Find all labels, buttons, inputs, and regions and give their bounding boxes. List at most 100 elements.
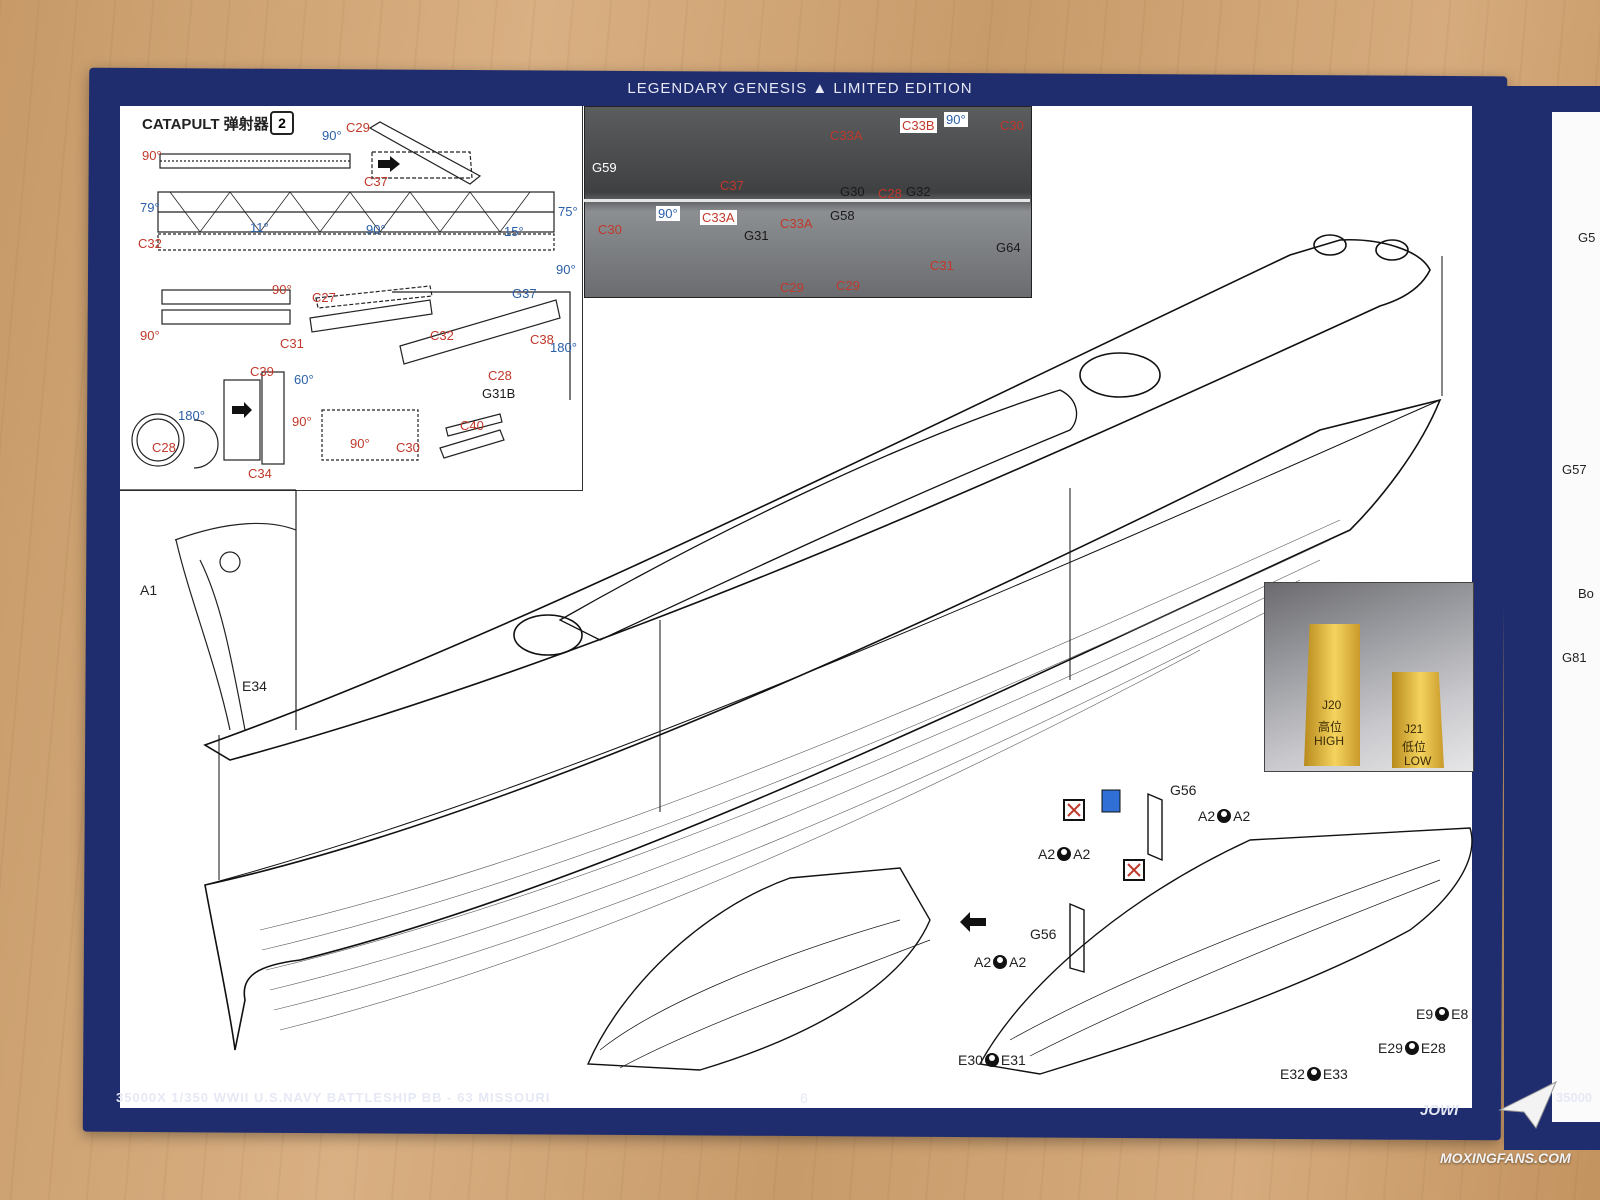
logo-icon: ▲ (812, 80, 829, 97)
catapult-section (120, 106, 583, 491)
symmetry-icon (1217, 809, 1232, 823)
part-pair-e9-e8: E9 E8 (1416, 1006, 1468, 1022)
photo-label-c31: C31 (930, 258, 954, 273)
part-label-c28: C28 (152, 440, 176, 455)
photo-label-g32: G32 (906, 184, 931, 199)
photo-label-c33a: C33A (780, 216, 813, 231)
photo-label-low: LOW (1404, 754, 1432, 768)
photo-angle-label: 90° (656, 206, 680, 221)
part-label-g56: G56 (1170, 782, 1197, 798)
part-label-a2: A2 (1198, 808, 1216, 824)
header-edition: LIMITED EDITION (833, 80, 973, 97)
angle-label: 90° (272, 282, 292, 297)
part-label-e8: E8 (1451, 1006, 1469, 1022)
quantity-badge: 2 (270, 111, 294, 135)
photo-label-c29: C29 (836, 278, 860, 293)
part-pair-a2: A2 A2 (1038, 846, 1090, 862)
photo-label-c30: C30 (598, 222, 622, 237)
part-label-c34: C34 (248, 466, 272, 481)
photo-label-c33a: C33A (700, 210, 737, 225)
part-label-a1: A1 (140, 582, 158, 598)
angle-label: 60° (294, 372, 314, 387)
right-page-label: G5 (1578, 230, 1596, 245)
part-label-e33: E33 (1322, 1066, 1348, 1082)
part-label-c37: C37 (364, 174, 388, 189)
part-label-c31: C31 (280, 336, 304, 351)
part-pair-e32-e33: E32 E33 (1280, 1066, 1348, 1082)
footer-brand: JOWI (1420, 1102, 1459, 1119)
part-label-e34: E34 (242, 678, 267, 694)
angle-label: 90° (366, 222, 386, 237)
part-label-c38: C38 (530, 332, 554, 347)
part-label-g37: G37 (512, 286, 537, 301)
photo-label-g64: G64 (996, 240, 1021, 255)
photo-label-low-cn: 低位 (1402, 740, 1427, 754)
angle-label: 90° (140, 328, 160, 343)
angle-label: 90° (556, 262, 576, 277)
symmetry-icon (1057, 847, 1072, 861)
angle-label: 180° (550, 340, 577, 355)
part-label-a2: A2 (1038, 846, 1056, 862)
part-label-c29: C29 (346, 120, 370, 135)
watermark-text: MOXINGFANS.COM (1440, 1150, 1571, 1166)
symmetry-icon (993, 955, 1008, 969)
part-label-e30: E30 (958, 1052, 983, 1068)
part-pair-a2: A2 A2 (1198, 808, 1250, 824)
photo-label-g31: G31 (744, 228, 769, 243)
photo-label-g58: G58 (830, 208, 855, 223)
page-header: LEGENDARY GENESIS ▲ LIMITED EDITION (0, 80, 1600, 97)
footer-product: 35000X 1/350 WWII U.S.NAVY BATTLESHIP BB… (116, 1090, 551, 1105)
part-pair-a2: A2 A2 (974, 954, 1026, 970)
angle-label: 180° (178, 408, 205, 423)
part-label-g56: G56 (1030, 926, 1057, 942)
photo-label-j21: J21 (1404, 722, 1424, 736)
photo-label-c37: C37 (720, 178, 744, 193)
part-label-c40: C40 (460, 418, 484, 433)
photo-label-high-cn: 高位 (1318, 720, 1343, 734)
angle-label: 75° (558, 204, 578, 219)
next-page-paper (1552, 112, 1600, 1122)
part-pair-e30-e31: E30 E31 (958, 1052, 1026, 1068)
part-label-c28: C28 (488, 368, 512, 383)
part-label-c27: C27 (312, 290, 336, 305)
photo-label-high: HIGH (1314, 734, 1344, 748)
angle-label: 11° (250, 220, 269, 235)
symmetry-icon (1435, 1007, 1450, 1021)
catapult-photo-panel (584, 106, 1032, 298)
photo-label-c30: C30 (1000, 118, 1024, 133)
part-label-e31: E31 (1000, 1052, 1026, 1068)
part-label-c30: C30 (396, 440, 420, 455)
part-label-e32: E32 (1280, 1066, 1305, 1082)
page-number: 6 (800, 1090, 808, 1106)
part-label-c32: C32 (138, 236, 162, 251)
part-label-a2: A2 (1009, 954, 1027, 970)
part-label-a2: A2 (1233, 808, 1251, 824)
part-label-g31b: G31B (482, 386, 516, 401)
photo-label-c28: C28 (878, 186, 902, 201)
photo-angle-label: 90° (944, 112, 968, 127)
right-page-label: G81 (1562, 650, 1587, 665)
part-label-c32: C32 (430, 328, 454, 343)
photo-label-c33b: C33B (900, 118, 937, 133)
photo-label-g30: G30 (840, 184, 865, 199)
photo-divider (584, 199, 1030, 202)
right-page-label: Bo (1578, 586, 1594, 601)
symmetry-icon (1404, 1041, 1419, 1055)
symmetry-icon (984, 1053, 999, 1067)
part-label-e9: E9 (1416, 1006, 1434, 1022)
angle-label: 90° (142, 148, 162, 163)
footer-code: 35000 (1556, 1090, 1593, 1105)
part-label-a2: A2 (974, 954, 992, 970)
angle-label: 79° (140, 200, 160, 215)
photo-label-j20: J20 (1322, 698, 1342, 712)
gold-strut-low (1392, 672, 1444, 768)
part-label-c39: C39 (250, 364, 274, 379)
header-series: LEGENDARY GENESIS (627, 80, 808, 97)
angle-label: 90° (292, 414, 312, 429)
part-label-a2: A2 (1073, 846, 1091, 862)
symmetry-icon (1306, 1067, 1321, 1081)
angle-label: 90° (350, 436, 370, 451)
part-label-e29: E29 (1378, 1040, 1403, 1056)
